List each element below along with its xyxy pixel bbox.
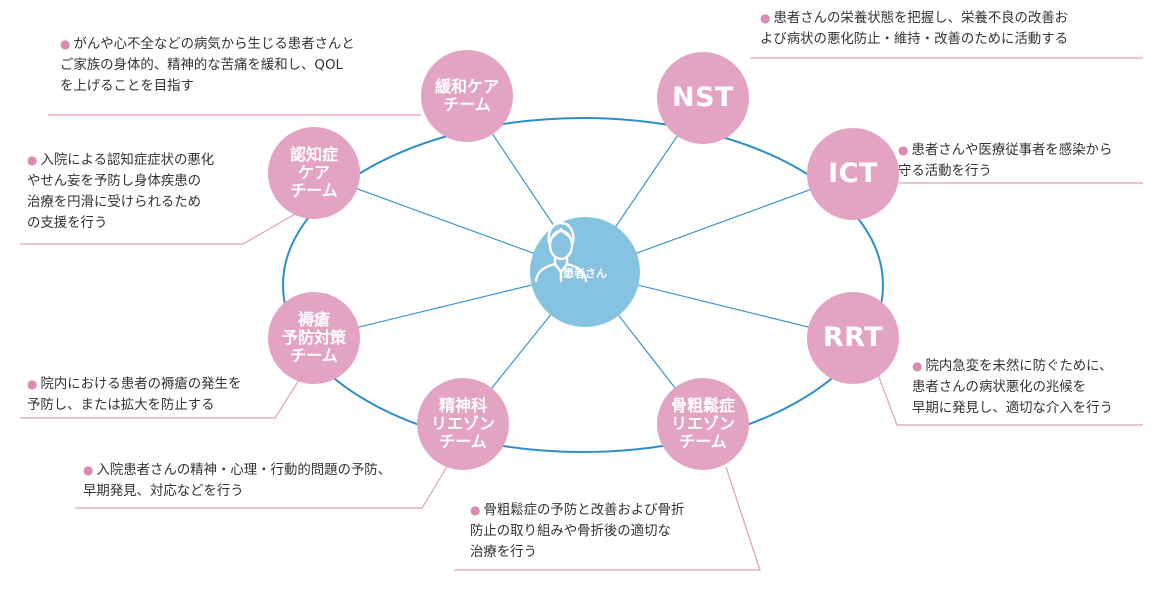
description-text: 入院患者さんの精神・心理・行動的問題の予防、 早期発見、対応などを行う xyxy=(83,463,392,499)
team-name: ICT xyxy=(828,157,878,189)
team-node-seishin: 精神科 リエゾン チーム xyxy=(417,378,509,470)
patient-center-node: 患者さん xyxy=(530,217,640,327)
team-node-kotsuso: 骨粗鬆症 リエゾン チーム xyxy=(657,378,749,470)
team-description-rrt: ●院内急変を未然に防ぐために、 患者さんの病状悪化の兆候を 早期に発見し、適切な… xyxy=(912,356,1152,419)
bullet-dot-icon: ● xyxy=(760,11,771,25)
team-name: NST xyxy=(672,81,734,113)
description-text: 入院による認知症症状の悪化 やせん妄を予防し身体疾患の 治療を円滑に受けられるた… xyxy=(27,153,215,231)
team-name: 骨粗鬆症 リエゾン チーム xyxy=(670,396,735,451)
team-description-seishin: ●入院患者さんの精神・心理・行動的問題の予防、 早期発見、対応などを行う xyxy=(83,460,463,502)
team-node-jokuso: 褥瘡 予防対策 チーム xyxy=(268,292,360,384)
description-text: 院内における患者の褥瘡の発生を 予防し、または拡大を防止する xyxy=(27,377,242,413)
team-name: RRT xyxy=(822,321,884,353)
team-name: 精神科 リエゾン チーム xyxy=(430,396,495,451)
team-description-ict: ●患者さんや医療従事者を感染から 守る活動を行う xyxy=(898,140,1158,182)
leader-line-kotsuso xyxy=(454,466,761,571)
care-ring-ellipse xyxy=(282,117,884,453)
team-node-ninchi: 認知症 ケア チーム xyxy=(268,127,360,219)
leader-line-rrt xyxy=(876,371,1143,426)
team-name: 認知症 ケア チーム xyxy=(289,145,338,200)
patient-person-icon xyxy=(534,221,588,283)
bullet-dot-icon: ● xyxy=(912,359,923,373)
bullet-dot-icon: ● xyxy=(27,377,38,391)
team-node-rrt: RRT xyxy=(807,292,899,384)
team-node-nst: NST xyxy=(657,52,749,144)
bullet-dot-icon: ● xyxy=(898,143,909,157)
team-name: 褥瘡 予防対策 チーム xyxy=(281,310,346,365)
description-text: 患者さんや医療従事者を感染から 守る活動を行う xyxy=(898,143,1113,179)
team-description-nst: ●患者さんの栄養状態を把握し、栄養不良の改善お よび病状の悪化防止・維持・改善の… xyxy=(760,8,1160,50)
leader-line-seishin xyxy=(75,464,449,509)
team-description-jokuso: ●院内における患者の褥瘡の発生を 予防し、または拡大を防止する xyxy=(27,374,297,416)
team-node-kanwa: 緩和ケア チーム xyxy=(421,50,513,142)
team-description-kanwa: ●がんや心不全などの病気から生じる患者さんと ご家族の身体的、精神的な苦痛を緩和… xyxy=(60,34,420,97)
description-text: 患者さんの栄養状態を把握し、栄養不良の改善お よび病状の悪化防止・維持・改善のた… xyxy=(760,11,1069,47)
patient-label: 患者さん xyxy=(563,266,607,280)
description-text: がんや心不全などの病気から生じる患者さんと ご家族の身体的、精神的な苦痛を緩和し… xyxy=(60,37,355,94)
leader-line-jokuso xyxy=(20,379,300,419)
team-description-ninchi: ●入院による認知症症状の悪化 やせん妄を予防し身体疾患の 治療を円滑に受けられる… xyxy=(27,150,277,234)
team-description-kotsuso: ●骨粗鬆症の予防と改善および骨折 防止の取り組みや骨折後の適切な 治療を行う xyxy=(470,500,770,563)
bullet-dot-icon: ● xyxy=(60,37,71,51)
bullet-dot-icon: ● xyxy=(83,463,94,477)
leader-line-ninchi xyxy=(20,209,303,245)
bullet-dot-icon: ● xyxy=(470,503,481,517)
description-text: 院内急変を未然に防ぐために、 患者さんの病状悪化の兆候を 早期に発見し、適切な介… xyxy=(912,359,1113,416)
description-text: 骨粗鬆症の予防と改善および骨折 防止の取り組みや骨折後の適切な 治療を行う xyxy=(470,503,685,560)
team-node-ict: ICT xyxy=(807,128,899,220)
bullet-dot-icon: ● xyxy=(27,153,38,167)
team-name: 緩和ケア チーム xyxy=(434,77,499,114)
